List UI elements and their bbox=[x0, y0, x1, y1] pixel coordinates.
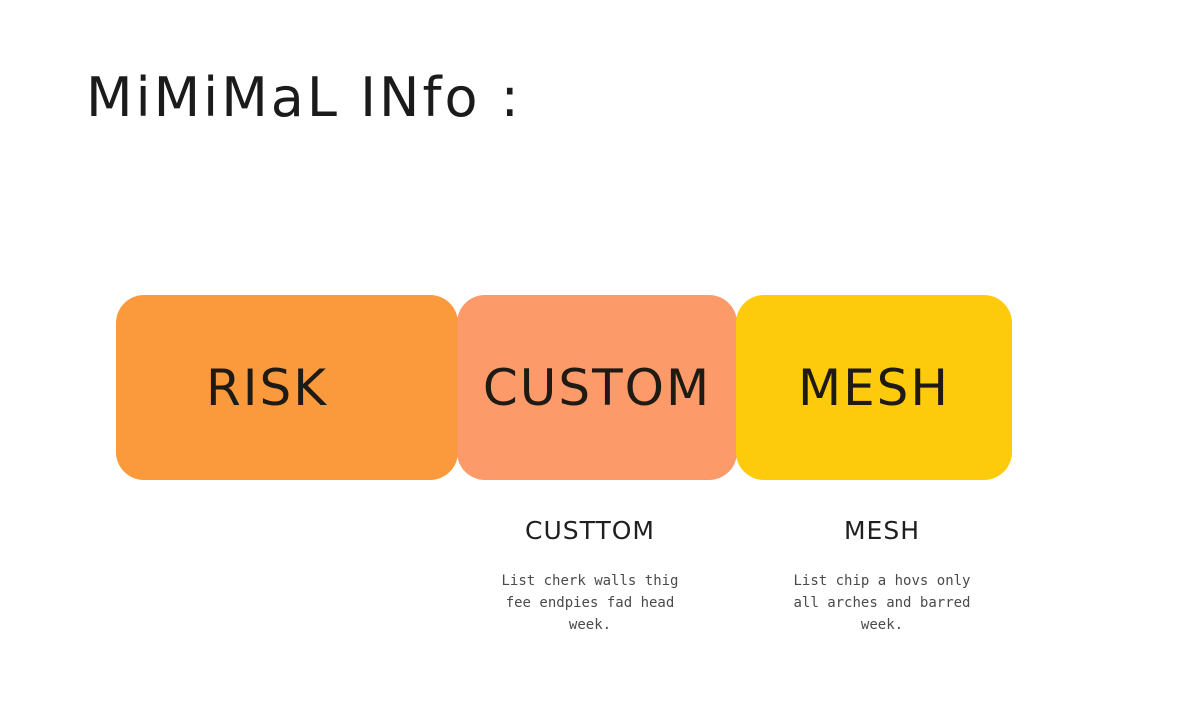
custom-card-label: CUSTOM bbox=[482, 358, 712, 417]
mesh-caption-line: List chip a hovs only bbox=[793, 573, 971, 589]
custom-caption-text: List cherk walls thig fee endpies fad he… bbox=[460, 570, 720, 636]
risk-card-label: RISK bbox=[205, 358, 328, 417]
mesh-caption-line: all arches and barred bbox=[793, 595, 971, 611]
page-title: MiMiMaL INfo : bbox=[86, 66, 522, 129]
custom-caption-line: fee endpies fad head bbox=[505, 595, 675, 611]
mesh-card-label: MESH bbox=[797, 358, 951, 417]
custom-card: CUSTOM bbox=[457, 295, 737, 480]
mesh-caption-text: List chip a hovs only all arches and bar… bbox=[752, 570, 1012, 636]
custom-caption-title: CUSTTOM bbox=[525, 516, 655, 545]
custom-caption: CUSTTOM List cherk walls thig fee endpie… bbox=[460, 512, 720, 636]
mesh-caption-line: week. bbox=[860, 617, 904, 633]
custom-caption-line: week. bbox=[568, 617, 612, 633]
mesh-card: MESH bbox=[736, 295, 1012, 480]
mesh-caption: MESH List chip a hovs only all arches an… bbox=[752, 512, 1012, 636]
custom-caption-line: List cherk walls thig bbox=[501, 573, 679, 589]
mesh-caption-title: MESH bbox=[843, 516, 921, 545]
risk-card: RISK bbox=[116, 295, 458, 480]
info-card-row: RISK CUSTOM MESH bbox=[116, 295, 1012, 480]
